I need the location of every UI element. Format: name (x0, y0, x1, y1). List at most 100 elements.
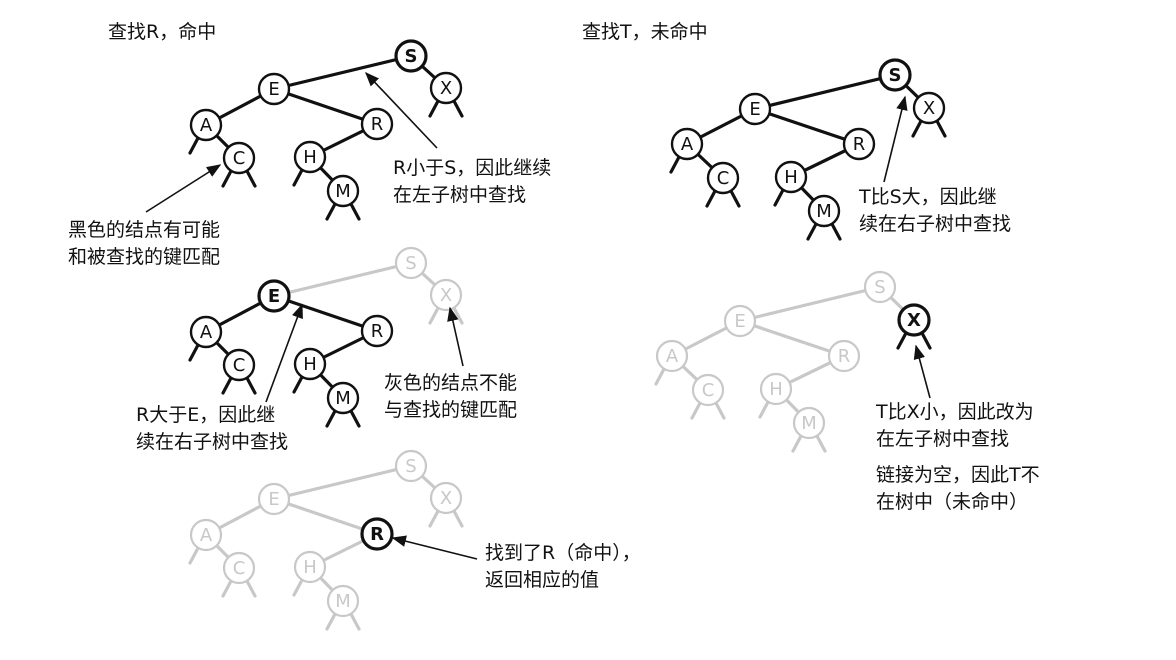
null-link-X-1 (452, 99, 464, 118)
node-E-label: E (749, 99, 760, 120)
node-E: E (723, 304, 757, 338)
node-C: C (706, 161, 740, 195)
arrow-r-less-s (365, 71, 438, 149)
node-S: S (394, 39, 428, 73)
null-link-H-0 (773, 188, 785, 207)
null-link-X-1 (452, 509, 464, 528)
null-link-C-1 (245, 169, 257, 188)
node-C: C (222, 551, 256, 585)
arrow-grey-node (447, 306, 464, 367)
node-R: R (827, 339, 861, 373)
node-R: R (842, 127, 876, 161)
null-link-M-0 (325, 612, 337, 631)
node-R: R (360, 314, 394, 348)
node-H-label: H (303, 354, 317, 375)
node-A: A (655, 339, 689, 373)
null-link-H-0 (292, 168, 304, 187)
node-A: A (189, 315, 223, 349)
node-A-label: A (200, 115, 213, 136)
null-link-M-0 (325, 202, 337, 221)
tree-left-step3-edges (188, 464, 464, 631)
node-C: C (691, 373, 725, 407)
null-link-C-0 (705, 189, 717, 208)
null-link-H-0 (758, 400, 770, 419)
tree-right-step1: S E X A R C HM (669, 58, 947, 241)
annotation-grey-node: 灰色的结点不能 与查找的键匹配 (384, 372, 523, 421)
node-S: S (863, 270, 897, 304)
annotation-black-node-line-2: 和被查找的键匹配 (68, 246, 220, 268)
node-A: A (670, 127, 704, 161)
node-H: H (759, 372, 793, 406)
link-S-E (738, 285, 882, 323)
null-link-M-1 (830, 222, 842, 241)
node-X: X (912, 91, 946, 125)
node-A: A (189, 518, 223, 552)
annotation-black-node-line-1: 黑色的结点有可能 (68, 219, 220, 241)
null-link-M-1 (815, 434, 827, 453)
annotation-t-less-x-line-1: T比X小，因此改为 (875, 401, 1034, 423)
node-S-label: S (405, 46, 418, 67)
null-link-M-1 (349, 409, 361, 428)
node-X: X (429, 278, 463, 312)
annotation-r-greater-e-line-2: 续在右子树中查找 (136, 431, 288, 453)
annotation-found-r-line-1: 找到了R（命中）， (485, 542, 641, 564)
node-X-label: X (440, 488, 452, 509)
node-M: M (326, 381, 360, 415)
node-H-label: H (303, 557, 317, 578)
node-A-label: A (681, 134, 694, 155)
link-S-E (272, 261, 413, 298)
null-link-A-0 (188, 343, 200, 362)
link-E-R (753, 107, 861, 146)
node-S-label: S (405, 253, 416, 274)
node-C-label: C (233, 558, 246, 579)
link-S-E (272, 464, 413, 501)
null-link-X-1 (452, 306, 464, 325)
node-C-label: C (717, 168, 730, 189)
annotation-found-r-line-2: 返回相应的值 (485, 569, 599, 591)
node-M: M (807, 194, 841, 228)
null-link-C-1 (245, 579, 257, 598)
node-S-label: S (874, 277, 885, 298)
node-H-label: H (769, 379, 783, 400)
node-E-label: E (268, 286, 280, 307)
node-R: R (360, 517, 394, 551)
node-C-label: C (233, 148, 246, 169)
link-S-E (753, 73, 897, 111)
null-link-C-0 (221, 169, 233, 188)
node-S-label: S (889, 65, 902, 86)
node-R-label: R (853, 134, 866, 155)
node-M-label: M (335, 591, 351, 612)
node-A-label: A (200, 322, 213, 343)
null-link-M-0 (791, 434, 803, 453)
node-E: E (738, 92, 772, 126)
node-C: C (222, 348, 256, 382)
node-S: S (394, 246, 428, 280)
annotation-arrows (145, 71, 931, 560)
annotation-grey-node-line-2: 与查找的键匹配 (384, 399, 517, 421)
node-X-label: X (907, 310, 921, 331)
node-H: H (293, 550, 327, 584)
null-link-M-1 (349, 612, 361, 631)
node-A-label: A (200, 525, 213, 546)
null-link-X-0 (428, 306, 440, 325)
annotation-black-node: 黑色的结点有可能 和被查找的键匹配 (68, 219, 226, 268)
node-M: M (326, 174, 360, 208)
annotation-null-link-line-1: 链接为空，因此T不 (876, 464, 1040, 486)
node-H-label: H (784, 167, 798, 188)
node-R: R (360, 107, 394, 141)
node-M-label: M (335, 181, 351, 202)
annotation-r-less-s: R小于S，因此继续 在左子树中查找 (393, 157, 557, 206)
node-C: C (222, 141, 256, 175)
null-link-A-0 (188, 546, 200, 565)
node-A-label: A (666, 346, 679, 367)
null-link-A-0 (669, 155, 681, 174)
node-R-label: R (371, 114, 384, 135)
null-link-M-1 (349, 202, 361, 221)
null-link-A-0 (188, 136, 200, 155)
arrow-black-node (145, 164, 222, 213)
